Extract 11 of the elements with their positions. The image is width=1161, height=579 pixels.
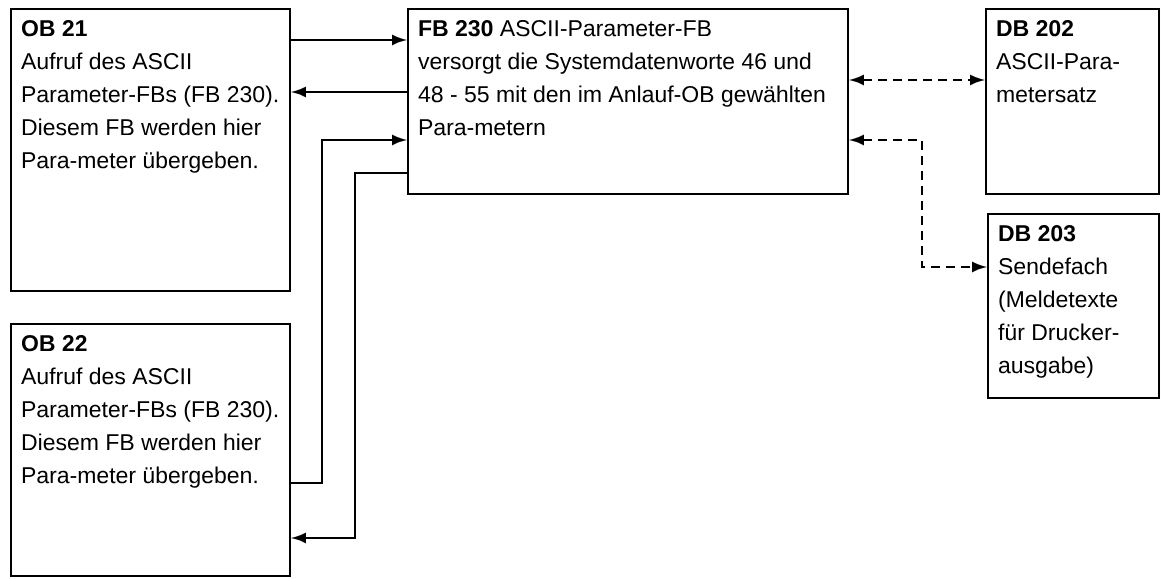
arrow — [852, 135, 984, 272]
process-box: DB 203 Sendefach (Meldetexte für Drucker-ausgabe) — [987, 213, 1160, 399]
arrow — [294, 87, 408, 97]
arrow — [294, 172, 408, 543]
process-box: FB 230 ASCII-Parameter-FB versorgt die Systemdatenworte 46 und 48 - 55 mit den im Anlauf-OB gewählten Para-metern — [407, 8, 849, 195]
arrow — [290, 35, 404, 45]
process-box: OB 21 Aufruf des ASCII Parameter-FBs (FB 230). Diesem FB werden hier Para-meter übergeben. — [10, 8, 291, 292]
arrow — [290, 135, 404, 484]
process-box: OB 22 Aufruf des ASCII Parameter-FBs (FB 230). Diesem FB werden hier Para-meter übergeben. — [10, 323, 291, 577]
arrow — [852, 75, 982, 85]
process-box: DB 202 ASCII-Para-metersatz — [985, 8, 1160, 195]
